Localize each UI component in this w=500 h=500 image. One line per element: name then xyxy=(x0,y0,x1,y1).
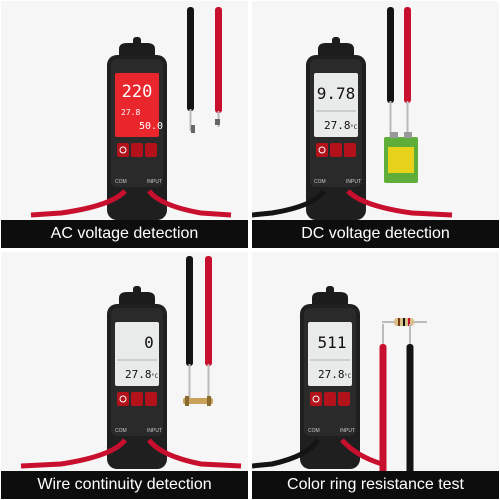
hold-button[interactable] xyxy=(330,143,342,157)
black-probe xyxy=(406,324,414,476)
multimeter-scene: 220 27.8 50.0 COM INPUT xyxy=(30,7,232,220)
lcd-screen: 220 27.8 50.0 xyxy=(115,73,163,137)
power-button[interactable] xyxy=(316,143,328,157)
hold-button[interactable] xyxy=(131,143,143,157)
com-port-label: COM xyxy=(115,428,127,434)
black-probe xyxy=(387,7,394,141)
red-probe xyxy=(205,256,212,398)
temperature-reading: 27.8 xyxy=(324,119,351,132)
com-port-label: COM xyxy=(308,428,320,434)
com-port-label: COM xyxy=(314,179,326,185)
caption-dc-voltage: DC voltage detection xyxy=(252,220,499,248)
panel-dc-voltage: 9.78 27.8 °C COM INPUT DC voltage detect… xyxy=(252,1,499,248)
com-port-label: COM xyxy=(115,179,127,185)
black-probe xyxy=(186,256,193,398)
panel-resistance-test: 511 27.8 °C COM INPUT Color ring resista… xyxy=(252,252,499,499)
red-probe xyxy=(215,7,222,127)
caption-ac-voltage: AC voltage detection xyxy=(1,220,248,248)
multimeter-scene: 511 27.8 °C COM INPUT xyxy=(252,286,427,476)
panel-wire-continuity: 0 27.8 °C COM INPUT Wire continuity dete… xyxy=(1,252,248,499)
resistor-accessory xyxy=(382,318,427,326)
main-reading: 0 xyxy=(144,333,154,352)
mode-button[interactable] xyxy=(344,143,356,157)
mode-button[interactable] xyxy=(145,392,157,406)
power-button[interactable] xyxy=(310,392,322,406)
mode-button[interactable] xyxy=(145,143,157,157)
lcd-screen: 511 27.8 °C xyxy=(308,322,352,386)
control-buttons[interactable] xyxy=(310,392,350,406)
power-button[interactable] xyxy=(117,392,129,406)
caption-resistance-test: Color ring resistance test xyxy=(252,471,499,499)
input-port-label: INPUT xyxy=(340,428,355,434)
hold-button[interactable] xyxy=(131,392,143,406)
panel-ac-voltage: 220 27.8 50.0 COM INPUT AC voltage detec… xyxy=(1,1,248,248)
input-port-label: INPUT xyxy=(147,428,162,434)
red-probe xyxy=(379,324,387,476)
control-buttons[interactable] xyxy=(117,143,157,157)
main-reading: 511 xyxy=(318,333,347,352)
temperature-unit: °C xyxy=(350,124,358,131)
temperature-reading: 27.8 xyxy=(318,368,345,381)
caption-wire-continuity: Wire continuity detection xyxy=(1,471,248,499)
main-reading: 9.78 xyxy=(317,84,356,103)
red-probe xyxy=(404,7,411,141)
temperature-reading: 27.8 xyxy=(121,108,140,117)
multimeter-scene: 0 27.8 °C COM INPUT xyxy=(20,256,242,469)
temperature-reading: 27.8 xyxy=(125,368,152,381)
input-port-label: INPUT xyxy=(147,179,162,185)
black-probe xyxy=(187,7,194,131)
control-buttons[interactable] xyxy=(316,143,356,157)
control-buttons[interactable] xyxy=(117,392,157,406)
multimeter-scene: 9.78 27.8 °C COM INPUT xyxy=(252,7,453,220)
temperature-unit: °C xyxy=(151,373,159,380)
main-reading: 220 xyxy=(122,82,153,102)
hold-button[interactable] xyxy=(324,392,336,406)
lcd-screen: 9.78 27.8 °C xyxy=(314,73,358,137)
9v-battery-accessory xyxy=(384,132,418,183)
probe-tips-accessory xyxy=(191,119,220,133)
lcd-screen: 0 27.8 °C xyxy=(115,322,159,386)
input-port-label: INPUT xyxy=(346,179,361,185)
wire-piece-accessory xyxy=(183,396,213,406)
mode-button[interactable] xyxy=(338,392,350,406)
temperature-unit: °C xyxy=(344,373,352,380)
power-button[interactable] xyxy=(117,143,129,157)
sub-reading: 50.0 xyxy=(139,121,163,132)
